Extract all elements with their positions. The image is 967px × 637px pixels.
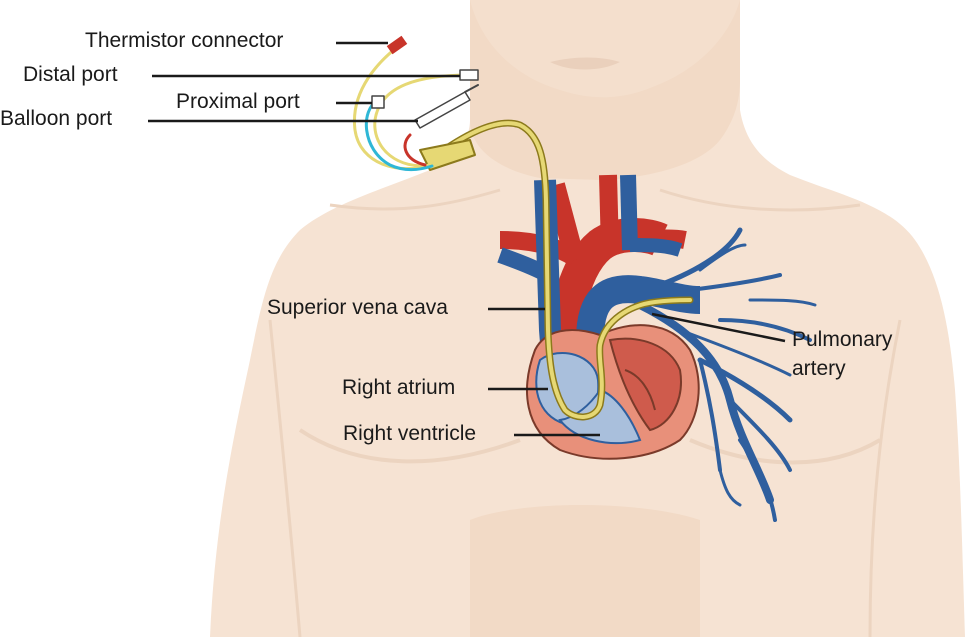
label-right-atrium: Right atrium (342, 376, 456, 399)
pulmonary-artery-branches (636, 227, 817, 522)
label-distal-port: Distal port (23, 63, 118, 86)
label-pulmonary-artery-line1: Pulmonary (792, 328, 893, 351)
pa-catheter (352, 35, 694, 421)
heart (526, 324, 700, 460)
label-thermistor-connector: Thermistor connector (85, 29, 284, 52)
label-balloon-port: Balloon port (0, 107, 113, 130)
leader-lines (148, 41, 786, 437)
leader-pulmonary-artery (651, 312, 786, 343)
label-proximal-port: Proximal port (176, 90, 300, 113)
label-pulmonary-artery-line2: artery (792, 357, 846, 380)
label-superior-vena-cava: Superior vena cava (267, 296, 448, 319)
label-right-ventricle: Right ventricle (343, 422, 477, 445)
